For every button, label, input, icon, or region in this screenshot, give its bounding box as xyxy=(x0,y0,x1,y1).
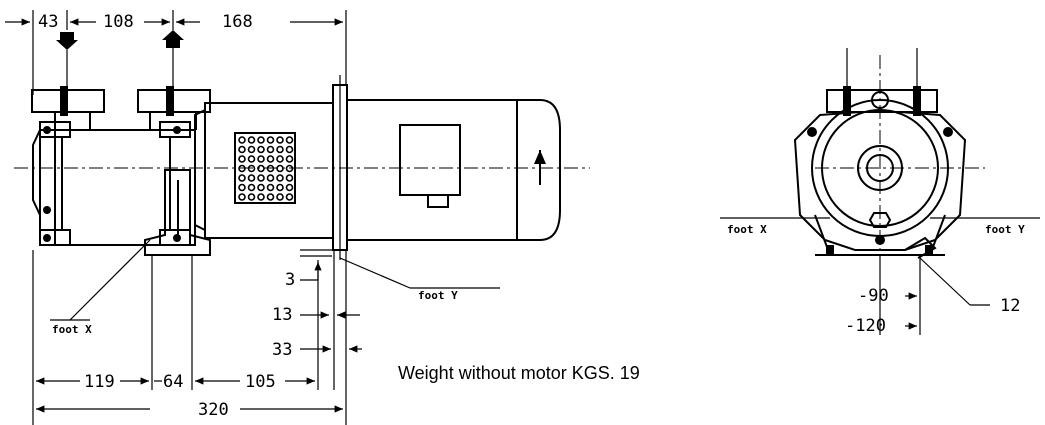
dim-108: 108 xyxy=(103,12,134,32)
cooling-hole xyxy=(247,145,256,154)
cooling-holes xyxy=(238,136,294,201)
cooling-hole xyxy=(238,193,246,201)
terminal-grid xyxy=(234,132,296,204)
cooling-hole xyxy=(247,155,256,163)
cooling-hole xyxy=(257,155,265,163)
cooling-hole xyxy=(285,136,294,144)
cooling-hole xyxy=(238,155,246,163)
dim-13: 13 xyxy=(272,305,292,325)
cooling-hole xyxy=(285,145,294,154)
cooling-hole xyxy=(238,183,246,192)
dim-3: 3 xyxy=(285,270,295,290)
cooling-hole xyxy=(276,183,284,192)
cooling-hole xyxy=(247,193,256,201)
cooling-hole xyxy=(276,164,284,173)
cooling-hole xyxy=(247,136,256,144)
cooling-hole xyxy=(247,164,256,173)
cooling-hole xyxy=(266,183,275,192)
cooling-hole xyxy=(266,193,275,201)
dim-12: 12 xyxy=(1000,296,1020,316)
cooling-hole xyxy=(285,183,294,192)
cooling-hole xyxy=(276,174,284,182)
cooling-hole xyxy=(247,174,256,182)
cooling-hole xyxy=(238,136,246,144)
dim-90: -90 xyxy=(858,286,889,306)
cooling-hole xyxy=(257,183,265,192)
cooling-hole xyxy=(276,145,284,154)
cooling-hole xyxy=(257,174,265,182)
dim-105: 105 xyxy=(245,372,276,392)
cooling-hole xyxy=(266,136,275,144)
cooling-hole xyxy=(247,183,256,192)
cooling-hole xyxy=(276,155,284,163)
cooling-hole xyxy=(276,193,284,201)
dim-120: -120 xyxy=(845,316,886,336)
foot-x-label-side: foot X xyxy=(52,323,92,336)
foot-x-label-end: foot X xyxy=(727,223,767,236)
dim-33: 33 xyxy=(272,340,292,360)
cooling-hole xyxy=(285,155,294,163)
cooling-hole xyxy=(257,145,265,154)
cooling-hole xyxy=(285,174,294,182)
cooling-hole xyxy=(257,136,265,144)
end-view: -90 -120 12 foot X foot Y xyxy=(720,48,1040,336)
cooling-hole xyxy=(238,164,246,173)
dim-320: 320 xyxy=(198,400,229,420)
cooling-hole xyxy=(266,145,275,154)
cooling-hole xyxy=(238,174,246,182)
dim-64: 64 xyxy=(163,372,183,392)
foot-y-label-end: foot Y xyxy=(985,223,1025,236)
cooling-hole xyxy=(266,155,275,163)
cooling-hole xyxy=(285,164,294,173)
side-view: 43 108 168 3 13 33 119 64 105 320 foot X… xyxy=(5,10,590,425)
cooling-hole xyxy=(285,193,294,201)
cooling-hole xyxy=(266,164,275,173)
dim-43: 43 xyxy=(38,12,58,32)
cooling-hole xyxy=(238,145,246,154)
weight-note: Weight without motor KGS. 19 xyxy=(398,363,640,383)
dim-119: 119 xyxy=(84,372,115,392)
cooling-hole xyxy=(266,174,275,182)
cooling-hole xyxy=(257,164,265,173)
cooling-hole xyxy=(276,136,284,144)
dim-168: 168 xyxy=(222,12,253,32)
cooling-hole xyxy=(257,193,265,201)
foot-y-label-side: foot Y xyxy=(418,289,458,302)
